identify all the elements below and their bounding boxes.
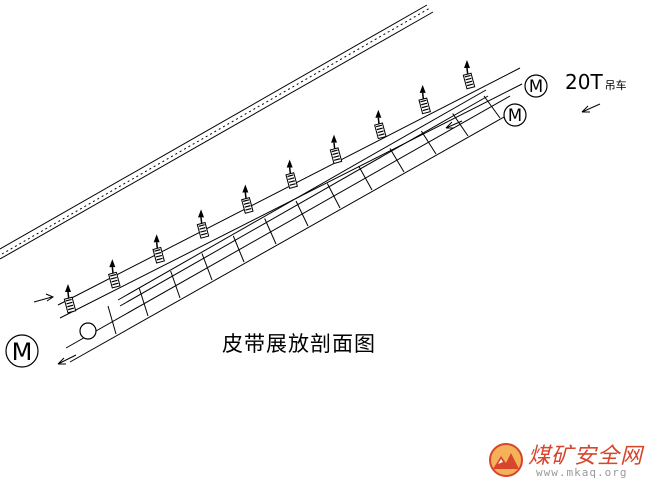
cross-member <box>483 95 501 119</box>
site-watermark: 煤矿安全网 www.mkaq.org <box>488 438 658 484</box>
cross-member <box>107 305 117 335</box>
cross-member <box>452 113 469 137</box>
cross-member <box>170 270 181 299</box>
cross-member <box>138 288 149 317</box>
cross-member <box>420 130 437 155</box>
motor-symbol: M <box>12 338 33 366</box>
cross-member <box>201 253 213 281</box>
direction-arrows <box>33 103 601 365</box>
belt-clamp <box>462 60 476 90</box>
motor: M <box>524 74 548 98</box>
diagram-title: 皮带展放剖面图 <box>222 332 376 356</box>
cross-member <box>295 200 309 227</box>
belt-clamp <box>63 284 77 314</box>
belt-clamp <box>285 159 298 189</box>
crane-type: 吊车 <box>604 79 627 92</box>
cross-member <box>264 218 277 245</box>
belt-clamp <box>196 209 210 239</box>
watermark-url: www.mkaq.org <box>536 466 628 479</box>
crane-capacity: 20T <box>565 70 603 94</box>
drive-motors: MMM <box>5 74 548 368</box>
belt-clamp <box>329 134 343 165</box>
conveyor-frame <box>57 67 523 363</box>
cross-member <box>232 235 245 263</box>
tail-pulley <box>79 322 97 340</box>
belt-clamp <box>152 234 165 264</box>
motor: M <box>5 334 39 368</box>
belt-clamp <box>108 259 121 289</box>
cross-member <box>326 183 341 209</box>
watermark-name: 煤矿安全网 <box>528 444 644 469</box>
cross-member <box>389 148 405 173</box>
belt-clamp <box>418 84 431 115</box>
belt-clamps <box>63 60 476 314</box>
belt-clamp <box>241 184 254 214</box>
motor-symbol: M <box>529 77 543 96</box>
motor-symbol: M <box>508 106 522 125</box>
cross-member <box>358 165 373 191</box>
frame-cross-members <box>107 95 501 335</box>
mountain-logo-icon <box>489 443 523 477</box>
belt-clamp <box>374 109 387 140</box>
roadway-wall <box>0 4 434 260</box>
motor: M <box>503 103 527 127</box>
